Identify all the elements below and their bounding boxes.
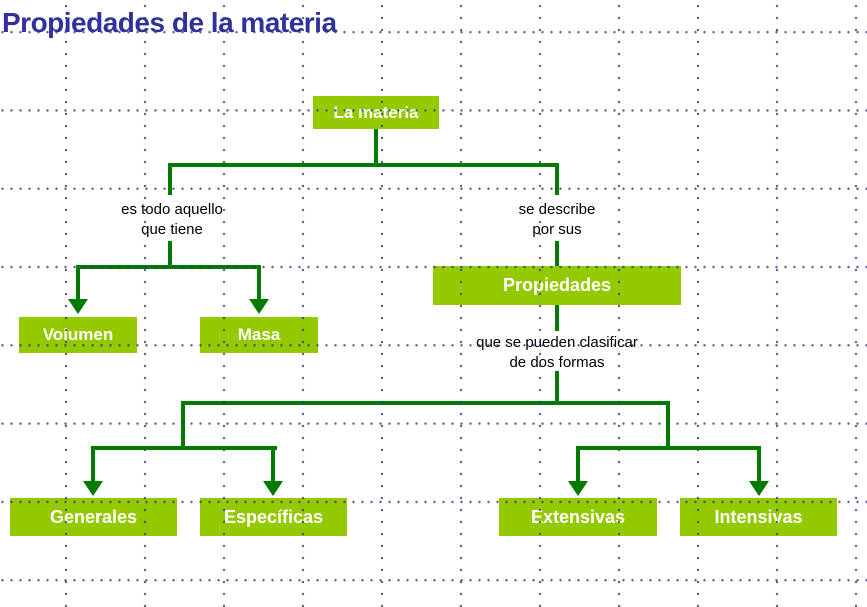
arrow-intensivas	[749, 481, 769, 496]
edge-label-line: es todo aquello	[121, 201, 223, 218]
connector-volumen-shaft	[76, 265, 80, 301]
connector-extint-bar	[576, 446, 761, 450]
connector-extensivas-shaft	[576, 446, 580, 483]
node-la-materia: La materia	[313, 96, 439, 129]
connector-classify-bar	[181, 401, 670, 405]
connector-propiedades-out	[555, 305, 559, 331]
connector-especificas-shaft	[271, 446, 275, 483]
connector-genspec-drop	[181, 401, 185, 450]
node-intensivas: Intensivas	[680, 498, 837, 536]
node-especificas: Específicas	[200, 498, 347, 536]
connector-left-drop	[168, 163, 172, 195]
edge-label-line: se describe	[518, 201, 596, 218]
connector-classify-drop	[555, 371, 559, 405]
connector-masa-shaft	[257, 265, 261, 301]
node-volumen: Volumen	[19, 317, 137, 353]
node-propiedades: Propiedades	[433, 266, 681, 305]
edge-label-line: que se pueden clasificar	[476, 334, 638, 351]
connector-right-drop	[555, 163, 559, 195]
connector-extint-drop	[666, 401, 670, 450]
node-masa: Masa	[200, 317, 318, 353]
edge-label-es-todo-aquello: es todo aquello que tiene	[72, 200, 272, 240]
edge-label-se-describe: se describe por sus	[457, 200, 657, 240]
connector-generales-shaft	[91, 446, 95, 483]
connector-left-bar	[76, 265, 261, 269]
arrow-generales	[83, 481, 103, 496]
edge-label-line: que tiene	[141, 221, 203, 238]
connector-root-drop	[374, 129, 378, 167]
arrow-volumen	[68, 299, 88, 314]
page-title: Propiedades de la materia	[2, 7, 337, 38]
connector-intensivas-shaft	[757, 446, 761, 483]
arrow-masa	[249, 299, 269, 314]
connector-propiedades-in	[555, 241, 559, 267]
node-extensivas: Extensivas	[499, 498, 657, 536]
arrow-especificas	[263, 481, 283, 496]
node-generales: Generales	[10, 498, 177, 536]
connector-genspec-bar	[91, 446, 277, 450]
edge-label-clasificar: que se pueden clasificar de dos formas	[447, 333, 667, 373]
edge-label-line: por sus	[532, 221, 582, 238]
arrow-extensivas	[568, 481, 588, 496]
connector-top-bar	[168, 163, 559, 167]
edge-label-line: de dos formas	[509, 354, 605, 371]
